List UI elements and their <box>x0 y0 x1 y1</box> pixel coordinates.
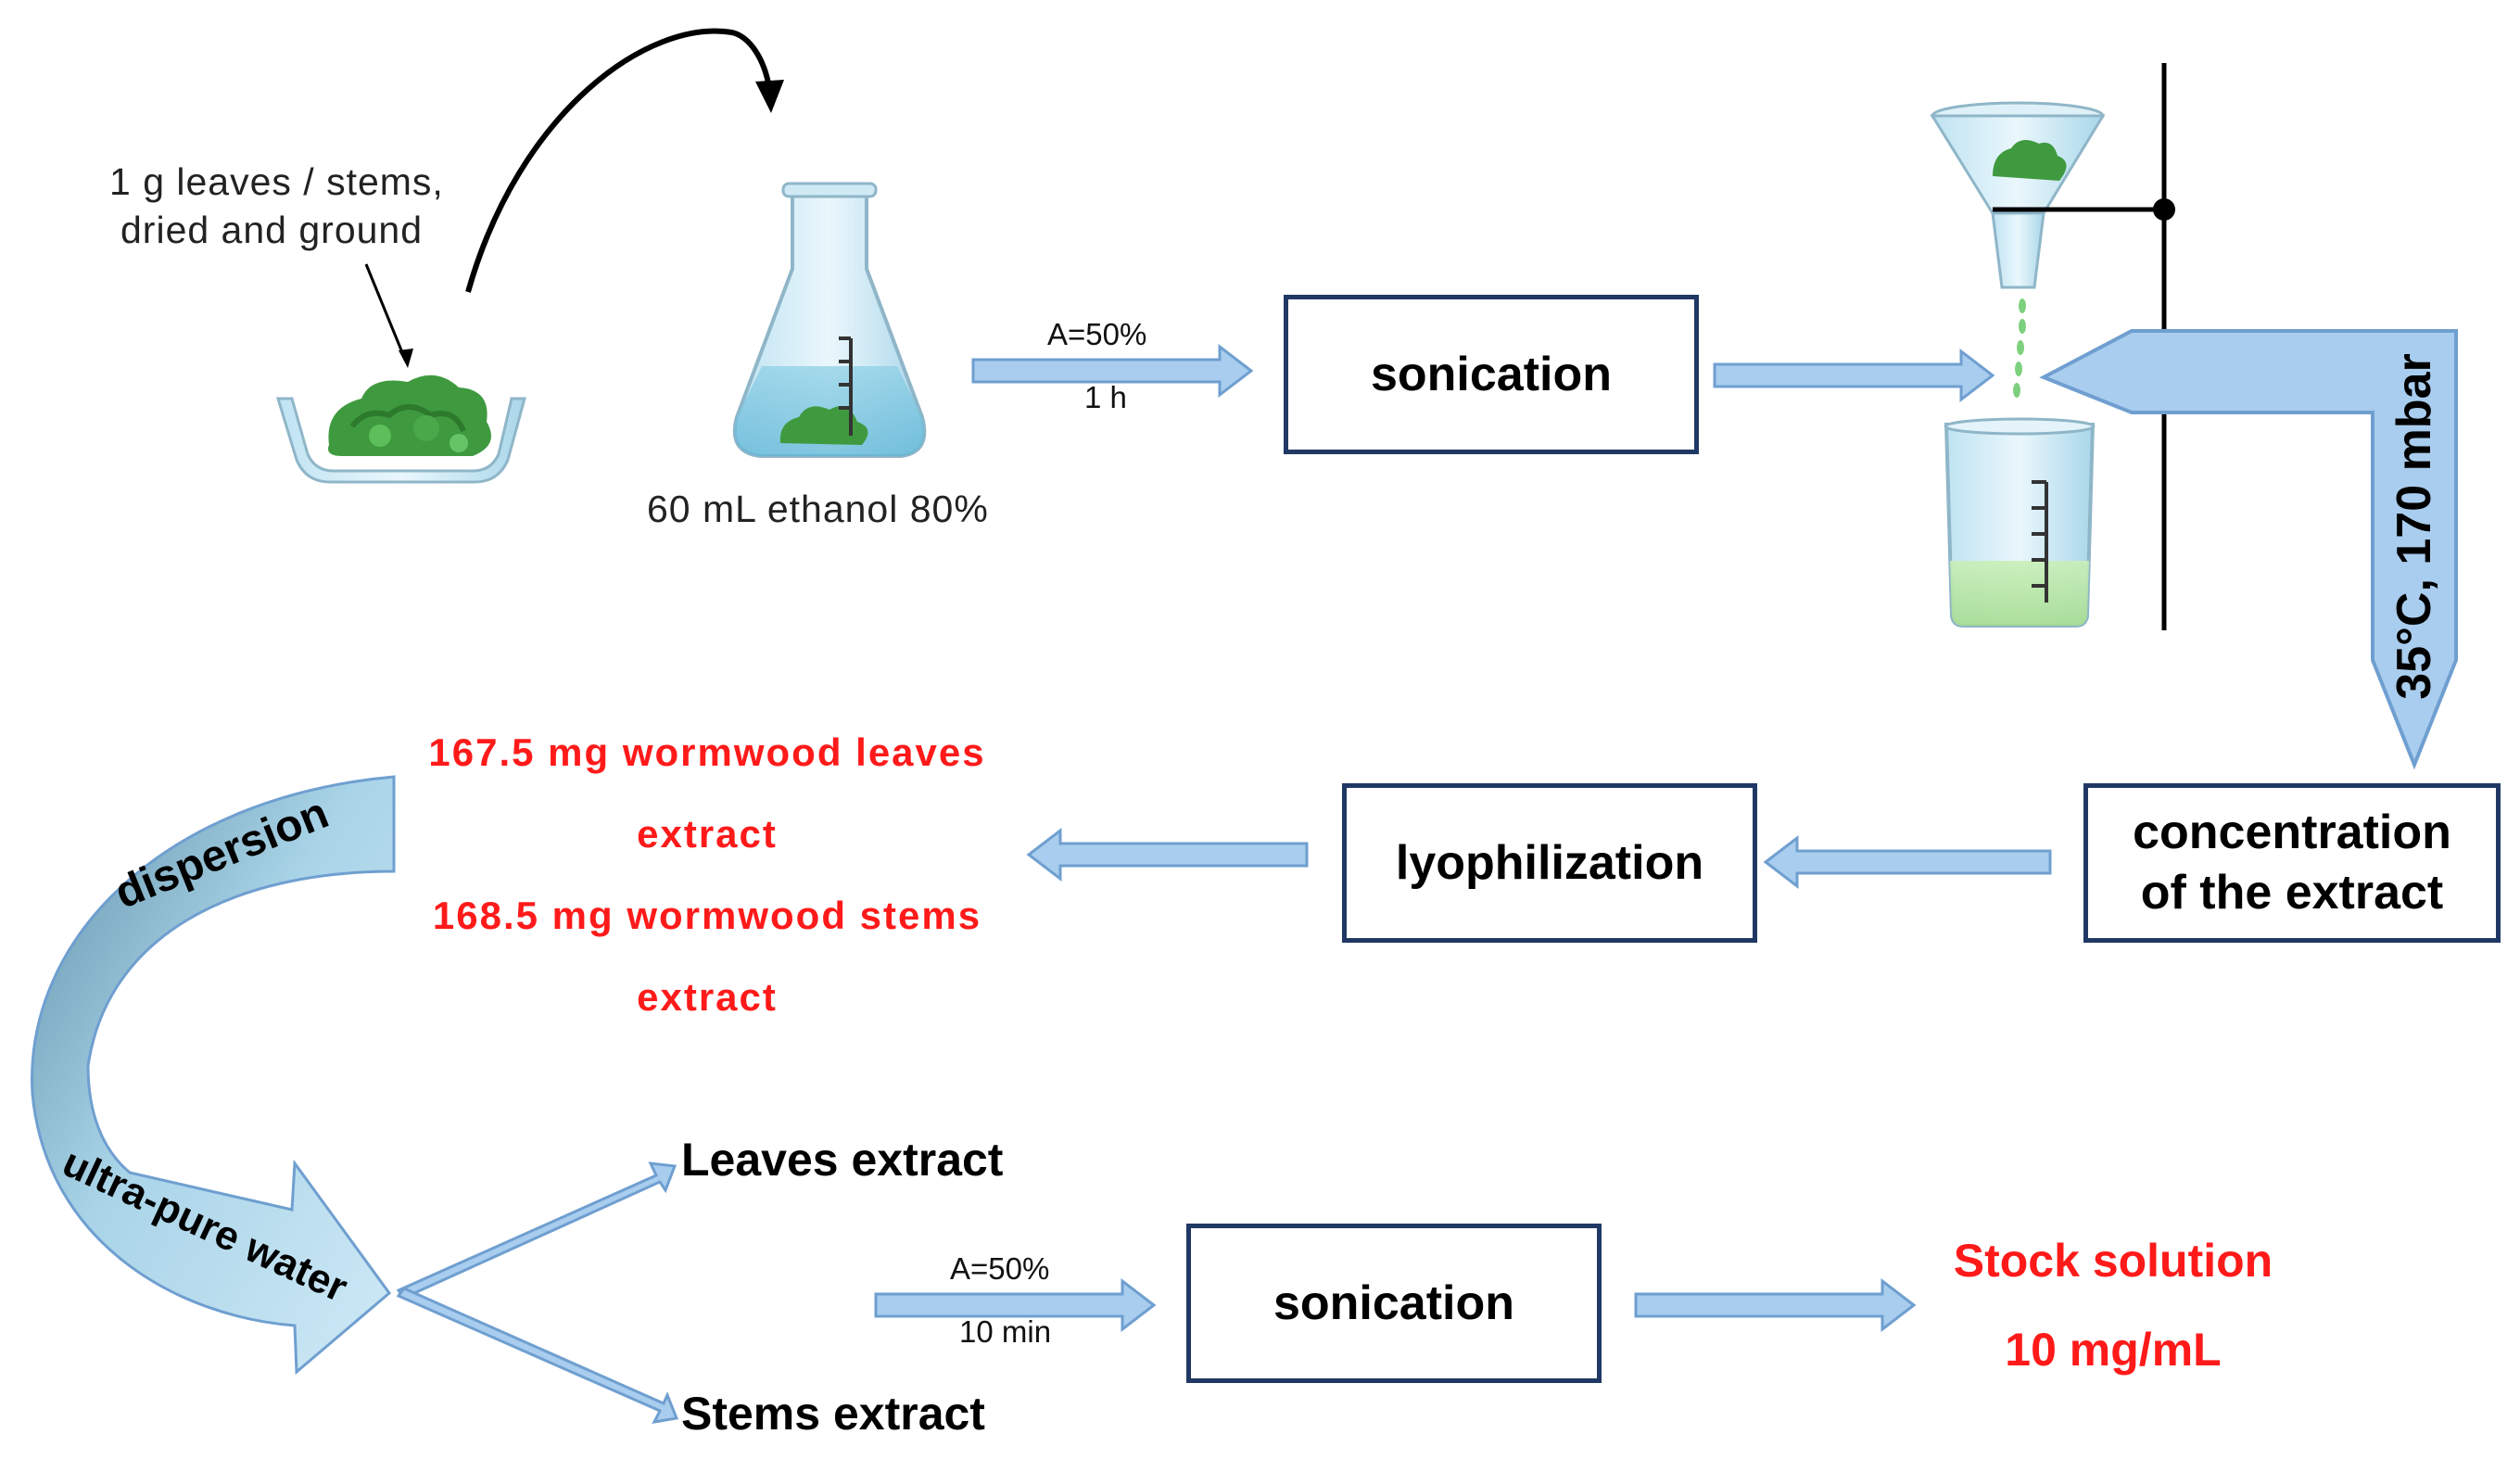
concentration-line2: of the extract <box>2140 866 2444 920</box>
concentration-box-label: concentration of the extract <box>2133 803 2451 923</box>
yield-stems-line1: 168.5 mg wormwood stems <box>432 894 982 937</box>
split-arrows <box>396 1161 679 1424</box>
petri-dish-icon <box>275 397 526 484</box>
beaker-icon <box>1944 417 2096 628</box>
yield-leaves-line1: 167.5 mg wormwood leaves <box>428 730 986 774</box>
stock-solution-line1: Stock solution <box>1953 1235 2273 1287</box>
rotavap-condition-label: 35°C, 170 mbar <box>2387 353 2441 699</box>
stock-solution-line2: 10 mg/mL <box>2005 1324 2222 1376</box>
sample-label-line2: dried and ground <box>120 209 424 251</box>
yield-stems-line2: extract <box>637 975 778 1019</box>
step2-duration-label: 10 min <box>959 1314 1052 1349</box>
rotavap-arrow <box>2039 329 2458 770</box>
arrow-flask-to-sonication <box>971 343 1254 399</box>
arrow-extracts-to-sonication <box>874 1277 1157 1333</box>
sonication-box-1: sonication <box>1284 295 1699 454</box>
sample-label-line1: 1 g leaves / stems, <box>109 160 444 203</box>
erlenmeyer-flask-icon <box>732 182 927 458</box>
arrow-sonication-to-stock <box>1634 1277 1917 1333</box>
stock-solution-block: Stock solution 10 mg/mL <box>1928 1216 2298 1394</box>
label-pointer <box>364 263 408 362</box>
solvent-label: 60 mL ethanol 80% <box>647 488 989 530</box>
yield-leaves-line2: extract <box>637 812 778 856</box>
funnel-icon <box>1930 101 2106 289</box>
lyophilization-label: lyophilization <box>1395 835 1704 890</box>
stems-extract-label: Stems extract <box>681 1388 985 1440</box>
arrow-lyophilization-to-yield <box>1026 827 1309 882</box>
sample-label: 1 g leaves / stems, dried and ground <box>109 158 444 254</box>
sonication-box-2-label: sonication <box>1273 1275 1515 1330</box>
filtrate-drops-icon <box>2013 298 2026 398</box>
step1-duration-label: 1 h <box>1084 380 1127 414</box>
lyophilization-box: lyophilization <box>1342 783 1757 943</box>
dispersion-curved-arrow <box>31 775 396 1376</box>
arrow-concentration-to-lyophilization <box>1763 834 2052 890</box>
yield-block: 167.5 mg wormwood leaves extract 168.5 m… <box>415 712 999 1038</box>
step2-amplitude-label: A=50% <box>950 1251 1050 1286</box>
step1-amplitude-label: A=50% <box>1047 317 1147 351</box>
pointer-head <box>399 349 413 368</box>
transfer-arrow <box>465 28 784 293</box>
leaves-extract-label: Leaves extract <box>681 1134 1004 1186</box>
dried-plant-icon <box>328 374 491 456</box>
concentration-box: concentration of the extract <box>2083 783 2501 943</box>
sonication-box-1-label: sonication <box>1370 347 1613 401</box>
sonication-box-2: sonication <box>1186 1224 1602 1383</box>
concentration-line1: concentration <box>2133 806 2451 859</box>
arrow-sonication-to-filter <box>1713 348 1995 403</box>
